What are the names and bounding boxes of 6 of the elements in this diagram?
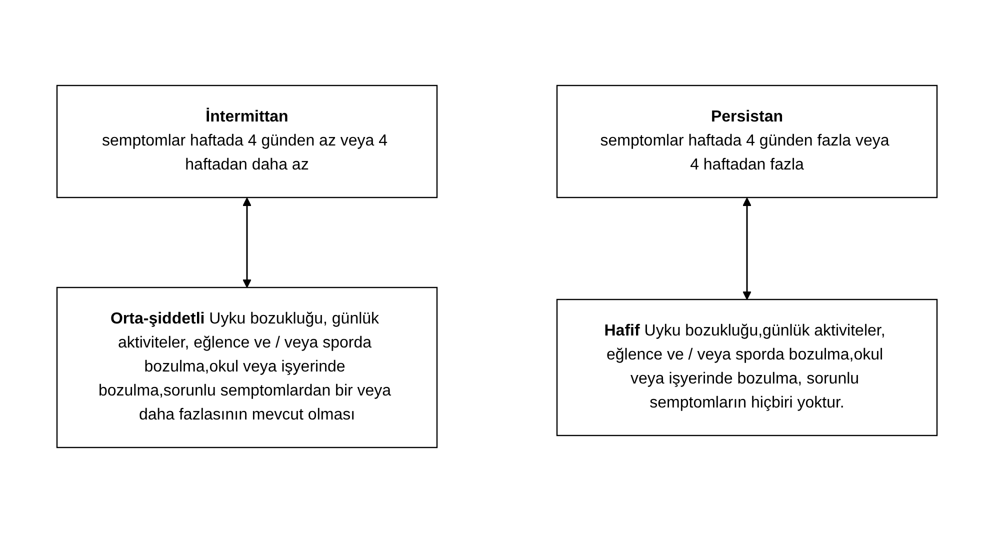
- arrow: [242, 198, 251, 288]
- node-box: Hafif Uyku bozukluğu,günlük aktiviteler, eğlence ve / veya sporda bozulma,okul veya işyerinde bozulma, sorunlu semptomların hiçbiri yoktur.: [556, 298, 938, 436]
- node-box: Persistan semptomlar haftada 4 günden fazla veya 4 haftadan fazla: [556, 84, 938, 198]
- node-box: İntermittan semptomlar haftada 4 günden az veya 4 haftadan daha az: [56, 84, 438, 198]
- node-box: Orta-şiddetli Uyku bozukluğu, günlük aktiviteler, eğlence ve / veya sporda bozulma,okul veya işyerinde bozulma,sorunlu semptomlardan bir veya daha fazlasının mevcut olması: [56, 286, 438, 448]
- arrow: [742, 198, 751, 300]
